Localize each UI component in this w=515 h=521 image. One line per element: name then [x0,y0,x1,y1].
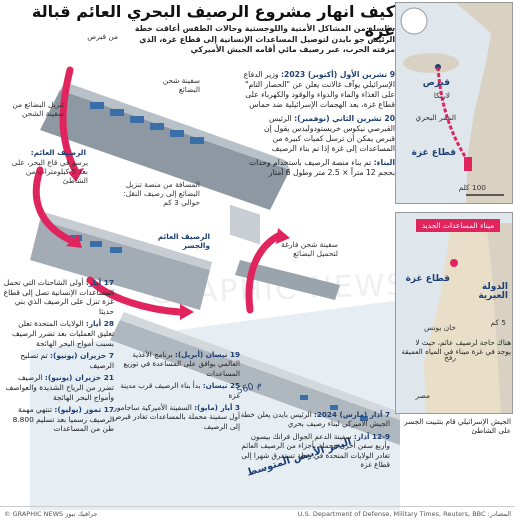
right-notes: هناك حاجة لرصيف عائم، حيث لا يوجد في غزة… [401,338,511,435]
event-nov-20: 20 تشرين الثاني (نوفمبر): الرئيس القبرصي… [264,114,395,153]
event-apr-25: 25 نيسان: بدأ بناء الرصيف قرب مدينة غزة [120,381,240,400]
event-mar-9-12: 12-9 آذار: سفينة الدعم الجوال فرانك بيسو… [241,431,390,470]
label-cyprus: من قبرص [87,32,118,41]
event-jun-7: 7 حزيران (يونيو): تم تصليح الرصيف [20,351,114,370]
event-may-3: 3 أيار (مايو): السفينة الأميركية ساجامور… [112,403,240,431]
gaza-map-svg [396,213,512,413]
map1-corridor: الممر البحري [415,113,456,122]
cyprus-shape [403,53,459,73]
arrow-unload [32,166,74,244]
globe-inset [400,7,428,35]
event-construction: البناء: تم بناء منصة الرصيف باستخدام وحد… [248,158,395,177]
gaza-land [424,223,512,413]
map2-gaza: قطاع غزة [405,274,450,284]
event-apr-19: 19 نيسان (أبريل): برنامج الأغذية العالمي… [123,350,240,378]
arrow-transfer [86,276,184,316]
label-pier-bridge: الرصيف العائم والجسر [157,232,210,250]
gaza-marker [464,157,472,171]
label-floating-pier: الرصيف العائم: [30,148,86,157]
event-may-17: 17 أيار: أولى الشاحنات التي تحمل المساعد… [3,278,114,316]
label-floating-pier-desc: يرسو في قاع البحر، على بعد 5 كيلومترات م… [11,158,88,185]
pier-bridge [110,312,400,445]
label-transfer: المسافة من منصة تنزيل البضائع إلى رصيف ا… [123,180,200,207]
map1-larnaca: لارنكا [433,91,450,100]
arrow-heads [66,168,290,320]
empty-ship [235,260,340,300]
event-jul-17: 17 تموز (يوليو): تنتهي مهمة الرصيف رسميا… [12,405,114,434]
pier-illustration: البحر الأبيض المتوسط 560 م [30,66,400,510]
label-unload: تنزيل البضائع من سفينة الشحن [12,100,65,118]
page-title: كيف انهار مشروع الرصيف البحري العائم قبا… [31,2,395,40]
event-jun-21: 21 حزيران (يونيو): الرصيف تضرر من الرياح… [5,373,114,402]
timeline-bottom-march: 7 آذار (مارس) 2024: الرئيس بايدن يعلن خط… [240,410,390,472]
corridor-path [436,66,470,162]
note-deep-water: هناك حاجة لرصيف عائم، حيث لا يوجد في غزة… [401,338,511,357]
map2-state: الدولة العبرية [478,282,508,301]
map1-gaza: قطاع غزة [411,148,456,158]
map2-egypt: مصر [415,391,430,400]
intro-text: سلسلة من المشاكل الأمنية واللوجستية وحال… [134,24,395,54]
port-marker [450,259,458,267]
footer-sources: المصادر: U.S. Department of Defense, Mil… [297,510,511,518]
land-mass [456,3,512,203]
arrow-return [245,231,284,314]
map2-port-label: ميناء المساعدات الجديد [416,219,500,232]
event-may-28: 28 أيار: الولايات المتحدة تعلن تعليق الع… [11,319,114,348]
israel-land [486,223,512,413]
map2-khan-younis: خان يونس [424,323,456,332]
label-empty-ship: سفينة شحن فارغة لتحميل البضائع [281,240,338,258]
footer: المصادر: U.S. Department of Defense, Mil… [0,506,515,521]
map1-cyprus: قبرص [422,78,450,88]
region-map: قبرص لارنكا الممر البحري قطاع غزة 100 كل… [395,2,513,204]
flow-arrows [32,66,284,316]
event-mar-7: 7 آذار (مارس) 2024: الرئيس بايدن يعلن خط… [240,410,390,429]
arrow-from-cyprus [59,66,79,174]
gaza-map: ميناء المساعدات الجديد قطاع غزة الدولة ا… [395,212,513,414]
label-cargo-ship: سفينة شحن البضائع [162,76,200,94]
timeline-top: 9 تشرين الأول (أكتوبر) 2023: وزير الدفاع… [243,70,395,182]
note-bridge: الجيش الإسرائيلي قام بتثبيت الجسر على ال… [404,416,511,435]
map2-scale: 5 كم [490,318,507,327]
sea-area [30,300,400,510]
cargo-ship [40,82,290,245]
map2-rafah: رفح [444,353,456,362]
map1-scale: 100 كلم [458,183,486,192]
region-map-svg [396,3,512,203]
timeline-bottom-left: 17 أيار: أولى الشاحنات التي تحمل المساعد… [2,278,114,437]
event-oct-9: 9 تشرين الأول (أكتوبر) 2023: وزير الدفاع… [243,70,395,109]
timeline-bottom-mid: 19 نيسان (أبريل): برنامج الأغذية العالمي… [112,350,240,434]
footer-brand: © GRAPHIC NEWS جرافيك نيوز [4,510,98,518]
